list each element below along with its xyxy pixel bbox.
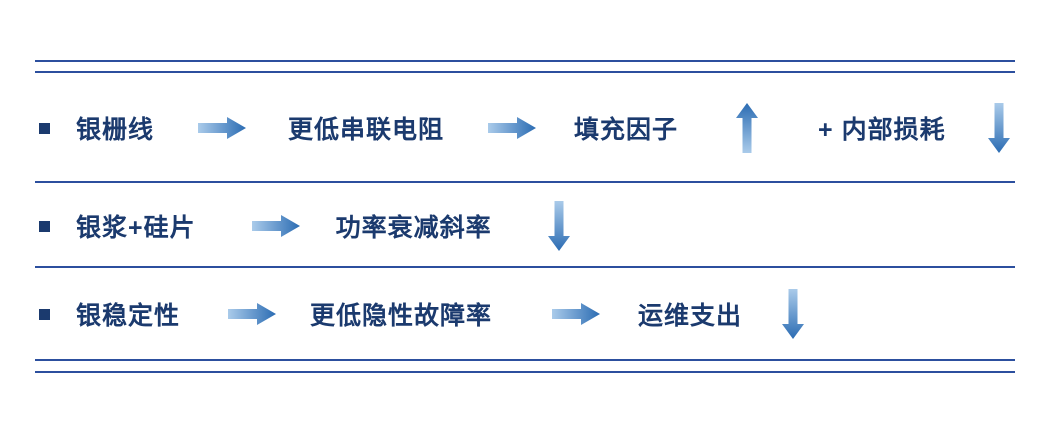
flow-row-1: 银栅线 更低串联电阻 填充因子 + 内部损耗	[35, 96, 1015, 160]
flow-step-label: + 内部损耗	[818, 116, 946, 144]
flow-step-label: 银浆+硅片	[76, 214, 196, 242]
bottom-divider-line-1	[35, 359, 1015, 361]
flow-row-2: 银浆+硅片 功率衰减斜率	[35, 194, 1015, 258]
flow-step-label: 运维支出	[638, 302, 743, 330]
flow-step-label: 功率衰减斜率	[335, 214, 492, 242]
square-bullet-icon	[39, 122, 50, 134]
flow-step-label: 更低串联电阻	[288, 116, 445, 144]
top-divider-line-2	[35, 71, 1015, 73]
arrow-down-icon	[782, 289, 805, 339]
arrow-down-icon	[547, 201, 570, 251]
flow-step-label: 银稳定性	[76, 302, 181, 330]
arrow-up-icon	[736, 103, 759, 153]
arrow-down-icon	[987, 103, 1010, 153]
square-bullet-icon	[39, 308, 50, 320]
arrow-right-icon	[251, 215, 300, 237]
arrow-right-icon	[198, 117, 247, 139]
arrow-right-icon	[552, 303, 601, 325]
top-divider-line-1	[35, 60, 1015, 62]
flow-row-3: 银稳定性 更低隐性故障率 运维支出	[35, 282, 1015, 346]
middle-divider-line-1	[35, 181, 1015, 183]
arrow-right-icon	[488, 117, 537, 139]
flow-step-label: 填充因子	[574, 116, 679, 144]
flow-step-label: 银栅线	[76, 116, 155, 144]
square-bullet-icon	[39, 220, 50, 232]
arrow-right-icon	[228, 303, 277, 325]
flow-step-label: 更低隐性故障率	[310, 302, 493, 330]
bottom-divider-line-2	[35, 371, 1015, 373]
middle-divider-line-2	[35, 266, 1015, 268]
